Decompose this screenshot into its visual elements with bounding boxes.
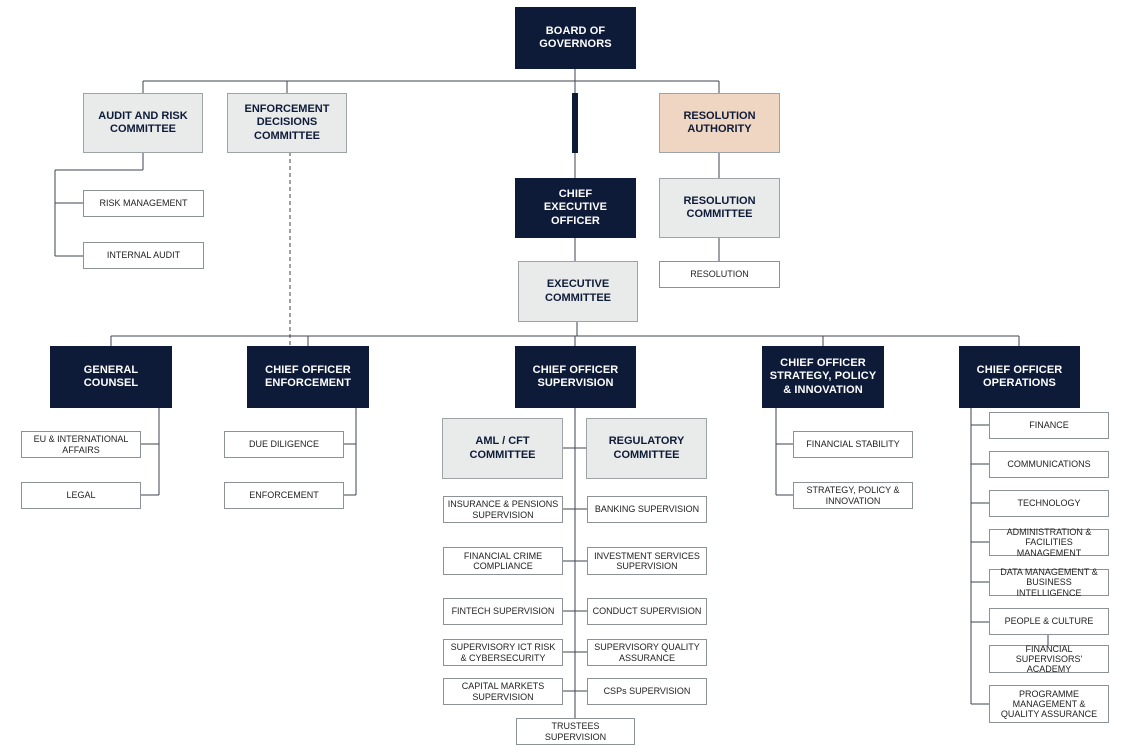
unit-label: FINTECH SUPERVISION — [451, 606, 555, 617]
executive-committee-label: EXECUTIVE COMMITTEE — [545, 278, 611, 304]
unit-ict-risk: SUPERVISORY ICT RISK & CYBERSECURITY — [443, 639, 563, 666]
unit-label: ENFORCEMENT — [249, 490, 319, 501]
unit-csps: CSPs SUPERVISION — [587, 678, 707, 705]
unit-enforcement: ENFORCEMENT — [224, 482, 344, 509]
unit-label: ADMINISTRATION & FACILITIES MANAGEMENT — [1006, 527, 1092, 558]
unit-investment-services: INVESTMENT SERVICES SUPERVISION — [587, 547, 707, 575]
unit-communications: COMMUNICATIONS — [989, 451, 1109, 478]
unit-label: LEGAL — [66, 490, 96, 501]
unit-capital-markets: CAPITAL MARKETS SUPERVISION — [443, 678, 563, 705]
unit-financial-crime: FINANCIAL CRIME COMPLIANCE — [443, 547, 563, 575]
unit-people-culture: PEOPLE & CULTURE — [989, 608, 1109, 635]
risk-management: RISK MANAGEMENT — [83, 190, 204, 217]
unit-label: SUPERVISORY QUALITY ASSURANCE — [594, 642, 700, 663]
unit-insurance-pensions: INSURANCE & PENSIONS SUPERVISION — [443, 496, 563, 523]
unit-label: PROGRAMME MANAGEMENT & QUALITY ASSURANCE — [1000, 688, 1098, 720]
internal-audit: INTERNAL AUDIT — [83, 242, 204, 269]
general-counsel: GENERAL COUNSEL — [50, 346, 172, 408]
unit-label: PEOPLE & CULTURE — [1004, 616, 1094, 627]
unit-label: COMMUNICATIONS — [1007, 459, 1091, 470]
internal-audit-label: INTERNAL AUDIT — [106, 250, 181, 261]
aml-cft-label: AML / CFT COMMITTEE — [469, 435, 536, 461]
unit-label: FINANCIAL STABILITY — [806, 439, 900, 450]
unit-trustees: TRUSTEES SUPERVISION — [516, 718, 635, 745]
unit-label: STRATEGY, POLICY & INNOVATION — [806, 485, 900, 506]
general-counsel-label: GENERAL COUNSEL — [83, 363, 139, 389]
audit-risk-committee: AUDIT AND RISK COMMITTEE — [83, 93, 203, 153]
operations-label: CHIEF OFFICER OPERATIONS — [976, 363, 1063, 389]
supervision-label: CHIEF OFFICER SUPERVISION — [532, 363, 619, 389]
resolution-committee-label: RESOLUTION COMMITTEE — [683, 194, 756, 220]
resolution-authority-label: RESOLUTION AUTHORITY — [683, 109, 756, 135]
unit-label: FINANCIAL CRIME COMPLIANCE — [463, 550, 543, 571]
enforcement-decisions-committee: ENFORCEMENT DECISIONS COMMITTEE — [227, 93, 347, 153]
unit-banking: BANKING SUPERVISION — [587, 496, 707, 523]
unit-technology: TECHNOLOGY — [989, 490, 1109, 517]
unit-label: SUPERVISORY ICT RISK & CYBERSECURITY — [450, 642, 556, 663]
unit-label: BANKING SUPERVISION — [594, 504, 700, 515]
unit-due-diligence: DUE DILIGENCE — [224, 431, 344, 458]
unit-label: DATA MANAGEMENT & BUSINESS INTELLIGENCE — [1000, 567, 1098, 598]
board-label: BOARD OF GOVERNORS — [539, 24, 612, 50]
regulatory-label: REGULATORY COMMITTEE — [608, 435, 685, 461]
board-of-governors: BOARD OF GOVERNORS — [515, 7, 636, 69]
strategy-label: CHIEF OFFICER STRATEGY, POLICY & INNOVAT… — [769, 357, 877, 396]
ceo-label: CHIEF EXECUTIVE OFFICER — [543, 188, 608, 227]
unit-legal: LEGAL — [21, 482, 141, 509]
chief-officer-supervision: CHIEF OFFICER SUPERVISION — [515, 346, 636, 408]
unit-label: INVESTMENT SERVICES SUPERVISION — [594, 550, 700, 571]
regulatory-committee: REGULATORY COMMITTEE — [586, 418, 707, 479]
enforcement-decisions-label: ENFORCEMENT DECISIONS COMMITTEE — [244, 103, 330, 142]
unit-strategy-policy: STRATEGY, POLICY & INNOVATION — [793, 482, 913, 509]
aml-cft-committee: AML / CFT COMMITTEE — [442, 418, 563, 479]
chief-executive-officer: CHIEF EXECUTIVE OFFICER — [515, 178, 636, 238]
chief-officer-enforcement: CHIEF OFFICER ENFORCEMENT — [247, 346, 369, 408]
unit-administration: ADMINISTRATION & FACILITIES MANAGEMENT — [989, 527, 1109, 558]
unit-label: EU & INTERNATIONAL AFFAIRS — [33, 434, 129, 455]
unit-conduct: CONDUCT SUPERVISION — [587, 598, 707, 625]
risk-management-label: RISK MANAGEMENT — [99, 198, 188, 209]
chief-officer-strategy: CHIEF OFFICER STRATEGY, POLICY & INNOVAT… — [762, 346, 884, 408]
unit-label: CONDUCT SUPERVISION — [592, 606, 702, 617]
unit-financial-stability: FINANCIAL STABILITY — [793, 431, 913, 458]
unit-fintech: FINTECH SUPERVISION — [443, 598, 563, 625]
board-ceo-connector-bar — [572, 93, 578, 153]
unit-data-management: DATA MANAGEMENT & BUSINESS INTELLIGENCE — [989, 567, 1109, 598]
unit-label: FINANCIAL SUPERVISORS' ACADEMY — [1015, 643, 1083, 675]
unit-label: INSURANCE & PENSIONS SUPERVISION — [447, 499, 559, 520]
unit-finance: FINANCE — [989, 412, 1109, 439]
unit-academy: FINANCIAL SUPERVISORS' ACADEMY — [989, 643, 1109, 675]
enforcement-label: CHIEF OFFICER ENFORCEMENT — [264, 363, 352, 389]
unit-label: TRUSTEES SUPERVISION — [544, 721, 607, 742]
resolution-committee: RESOLUTION COMMITTEE — [659, 178, 780, 238]
executive-committee: EXECUTIVE COMMITTEE — [518, 261, 638, 322]
unit-eu-international: EU & INTERNATIONAL AFFAIRS — [21, 431, 141, 458]
unit-label: DUE DILIGENCE — [248, 439, 319, 450]
audit-risk-label: AUDIT AND RISK COMMITTEE — [98, 109, 188, 135]
resolution-label: RESOLUTION — [690, 269, 749, 280]
unit-label: FINANCE — [1029, 420, 1069, 431]
unit-label: TECHNOLOGY — [1017, 498, 1081, 509]
unit-programme-management: PROGRAMME MANAGEMENT & QUALITY ASSURANCE — [989, 685, 1109, 723]
unit-label: CSPs SUPERVISION — [603, 686, 691, 697]
unit-quality-assurance: SUPERVISORY QUALITY ASSURANCE — [587, 639, 707, 666]
unit-label: CAPITAL MARKETS SUPERVISION — [461, 681, 545, 702]
chief-officer-operations: CHIEF OFFICER OPERATIONS — [959, 346, 1080, 408]
resolution-authority: RESOLUTION AUTHORITY — [659, 93, 780, 153]
resolution: RESOLUTION — [659, 261, 780, 288]
